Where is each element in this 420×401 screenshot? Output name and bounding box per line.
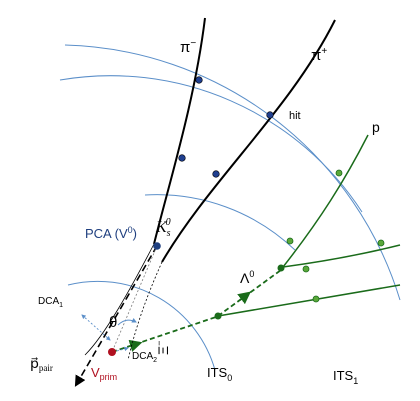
proton-label: p [372,119,380,135]
dca1-label: DCA1 [38,296,63,309]
dca2-indicator [112,346,129,353]
k0s-label: Ks0 [155,217,171,239]
lambda-decay-vertex [277,264,285,272]
hit-marker [335,169,343,177]
theta-angle-arc [117,317,137,326]
detector-layer-outermost [64,44,401,301]
hit-marker [302,265,310,273]
pair-momentum-line [74,245,158,387]
pi-minus-track [153,17,206,245]
theta-label: θ [109,314,117,331]
detector-layer-innermost [67,280,216,371]
pca-label: PCA (V0) [85,225,137,241]
hit-marker [286,237,294,245]
pca-vertex [153,242,161,250]
proton-track [282,134,369,268]
hit-marker [195,76,203,84]
primary-vertex [108,348,116,356]
dca2-track-extension [127,261,163,361]
its1-label: ITS1 [333,368,358,386]
hit-marker [178,154,186,162]
pi-plus-label: π+ [311,46,327,64]
pca-to-vprim-line [111,245,158,353]
lambda-pion-track [282,244,401,268]
hit-marker [312,295,320,303]
xi-decay-vertex [214,312,222,320]
vprim-label: Vprim [91,365,117,382]
xi-pion-track [217,284,401,317]
pair-momentum-label: p⃗pair [30,357,53,373]
hit-marker [377,239,385,247]
hit-marker [212,170,220,178]
its0-label: ITS0 [207,365,232,383]
dca1-track-extension [84,243,155,356]
pi-plus-track [161,19,336,263]
xi-label: Ξ− [154,341,171,355]
detector-layer-outer [59,75,363,213]
dca2-label: DCA2 [132,351,157,364]
pi-minus-label: π− [180,38,196,56]
hit-marker [266,111,274,119]
lambda-label: Λ0 [240,269,254,286]
lambda-flight-line [217,269,282,317]
hit-label: hit [289,110,301,122]
detector-layer-inner [144,194,296,251]
lambda-direction-arrow [237,291,251,305]
